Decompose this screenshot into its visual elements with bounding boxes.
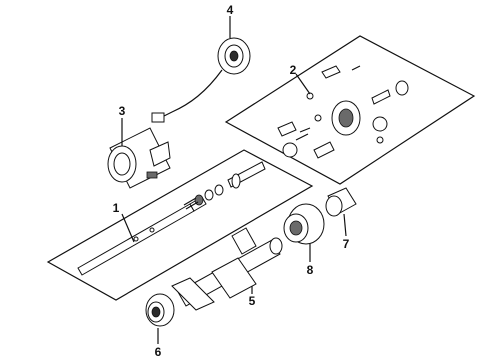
callout-8: 8 <box>307 263 314 277</box>
callout-4: 4 <box>227 3 234 17</box>
leader-line-7 <box>343 213 347 237</box>
callout-1: 1 <box>113 201 120 215</box>
column-jacket-part <box>171 227 283 311</box>
callout-5: 5 <box>249 294 256 308</box>
callout-7: 7 <box>343 237 350 251</box>
lock-parts-panel-outline <box>224 35 476 185</box>
steering-shaft-part <box>77 161 266 276</box>
shaft-panel-outline <box>46 149 314 301</box>
leader-line-2 <box>295 73 311 95</box>
callout-2: 2 <box>290 63 297 77</box>
leader-line-1 <box>121 213 135 243</box>
lower-bearing-part <box>145 293 175 327</box>
lock-housing-part <box>107 127 171 189</box>
seal-part <box>325 187 357 217</box>
clock-spring-part <box>151 37 251 123</box>
lock-cylinder-parts <box>277 65 409 159</box>
callout-3: 3 <box>119 104 126 118</box>
callout-6: 6 <box>155 345 162 359</box>
bearing-part <box>283 203 325 245</box>
